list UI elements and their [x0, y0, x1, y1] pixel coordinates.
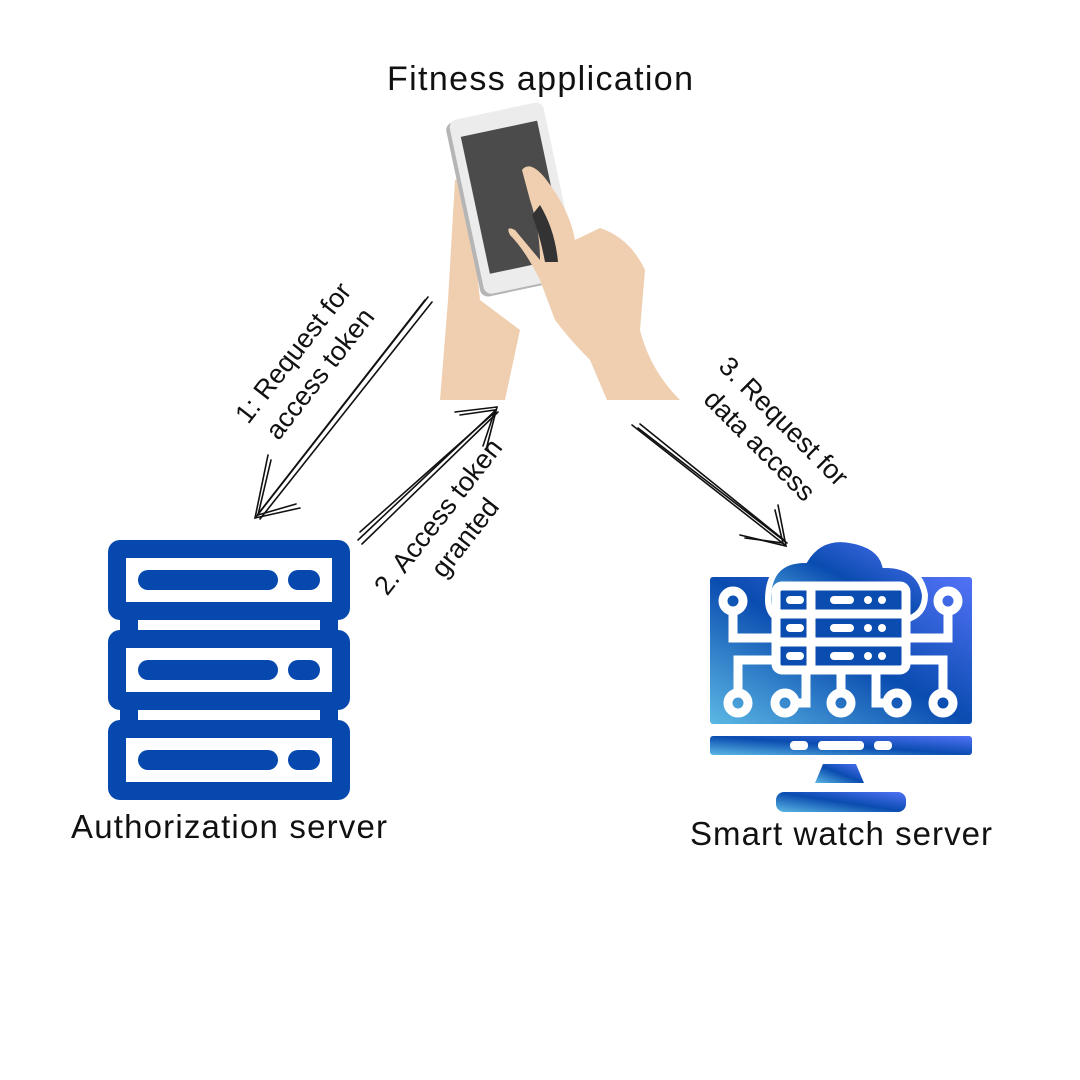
arrow-token-granted: [357, 406, 499, 545]
step-1-label: 1: Request for access token: [229, 277, 380, 445]
fitness-app-title: Fitness application: [387, 60, 693, 98]
arrow-request-token: [253, 296, 433, 520]
cloud-server-monitor-icon: [710, 536, 972, 812]
authorization-server-icon: [108, 540, 350, 800]
step-3-label: 3. Request for data access: [698, 351, 854, 507]
step-2-label: 2. Access token granted: [368, 433, 508, 600]
authorization-server-label: Authorization server: [71, 808, 387, 845]
phone-in-hands-icon: [440, 102, 680, 400]
smart-watch-server-label: Smart watch server: [690, 815, 992, 852]
arrow-data-access: [631, 423, 788, 548]
